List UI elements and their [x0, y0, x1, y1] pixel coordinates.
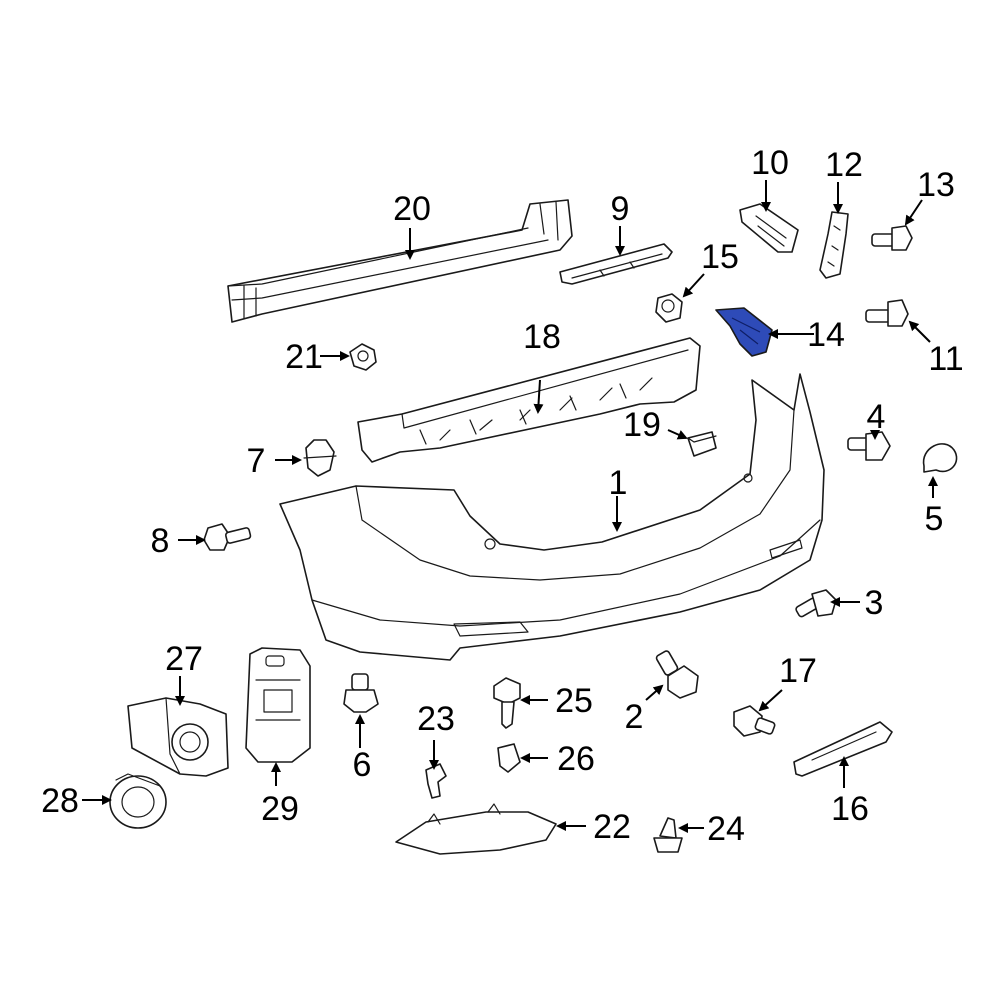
part-26-clip-nut[interactable] — [497, 743, 521, 773]
part-8-bolt[interactable] — [203, 523, 252, 551]
callout-21: 21 — [285, 338, 323, 376]
callout-22: 22 — [593, 808, 631, 846]
callout-28: 28 — [41, 782, 79, 820]
part-13-bolt[interactable] — [871, 225, 913, 251]
part-22-lower-cover[interactable] — [395, 803, 557, 855]
part-27-parking-sensor[interactable] — [127, 697, 229, 777]
callout-10: 10 — [751, 144, 789, 182]
callout-14: 14 — [807, 316, 845, 354]
part-14-highlighted-bracket[interactable] — [715, 307, 773, 357]
part-25-bolt[interactable] — [493, 677, 521, 729]
part-19-pad[interactable] — [687, 431, 717, 457]
callout-12: 12 — [825, 146, 863, 184]
callout-20: 20 — [393, 190, 431, 228]
part-23-fastener[interactable] — [425, 763, 447, 799]
part-17-bolt[interactable] — [733, 705, 776, 737]
part-11-bolt[interactable] — [865, 299, 909, 327]
part-6-clip[interactable] — [343, 673, 379, 713]
callout-6: 6 — [353, 746, 372, 784]
part-21-nut[interactable] — [349, 343, 377, 371]
part-12-side-bracket[interactable] — [819, 211, 849, 279]
part-7-clip[interactable] — [303, 439, 337, 477]
callout-2: 2 — [625, 698, 644, 736]
part-28-sensor-ring[interactable] — [109, 773, 167, 829]
callout-25: 25 — [555, 682, 593, 720]
part-29-sensor-bracket[interactable] — [245, 647, 311, 763]
callout-19: 19 — [623, 406, 661, 444]
part-5-grommet[interactable] — [922, 443, 958, 473]
callout-11: 11 — [928, 340, 963, 378]
callout-26: 26 — [557, 740, 595, 778]
callout-13: 13 — [917, 166, 955, 204]
part-18-energy-absorber[interactable] — [357, 337, 701, 463]
part-3-bolt[interactable] — [795, 589, 837, 618]
callout-labels: 1 2 3 4 5 6 7 8 9 10 11 12 13 14 15 16 1… — [41, 144, 964, 848]
leader-lines — [82, 180, 938, 833]
callout-9: 9 — [611, 190, 630, 228]
callout-29: 29 — [261, 790, 299, 828]
part-20-reinforcement-beam[interactable] — [227, 199, 573, 323]
part-16-reflector[interactable] — [793, 721, 893, 777]
callout-15: 15 — [701, 238, 739, 276]
part-9-retainer-strip[interactable] — [559, 243, 673, 285]
callout-5: 5 — [925, 500, 944, 538]
part-2-bolt[interactable] — [655, 650, 699, 699]
callout-8: 8 — [151, 522, 170, 560]
part-24-screw[interactable] — [653, 817, 683, 853]
callout-4: 4 — [867, 398, 886, 436]
callout-24: 24 — [707, 810, 745, 848]
callout-23: 23 — [417, 700, 455, 738]
callout-17: 17 — [779, 652, 817, 690]
callout-27: 27 — [165, 640, 203, 678]
callout-1: 1 — [609, 464, 628, 502]
part-10-bracket[interactable] — [739, 203, 799, 253]
part-1-bumper-cover[interactable] — [279, 373, 825, 661]
callout-3: 3 — [865, 584, 884, 622]
callout-18: 18 — [523, 318, 561, 356]
callout-16: 16 — [831, 790, 869, 828]
part-15-clip[interactable] — [655, 293, 683, 323]
part-4-bolt[interactable] — [847, 431, 891, 461]
callout-7: 7 — [247, 442, 266, 480]
